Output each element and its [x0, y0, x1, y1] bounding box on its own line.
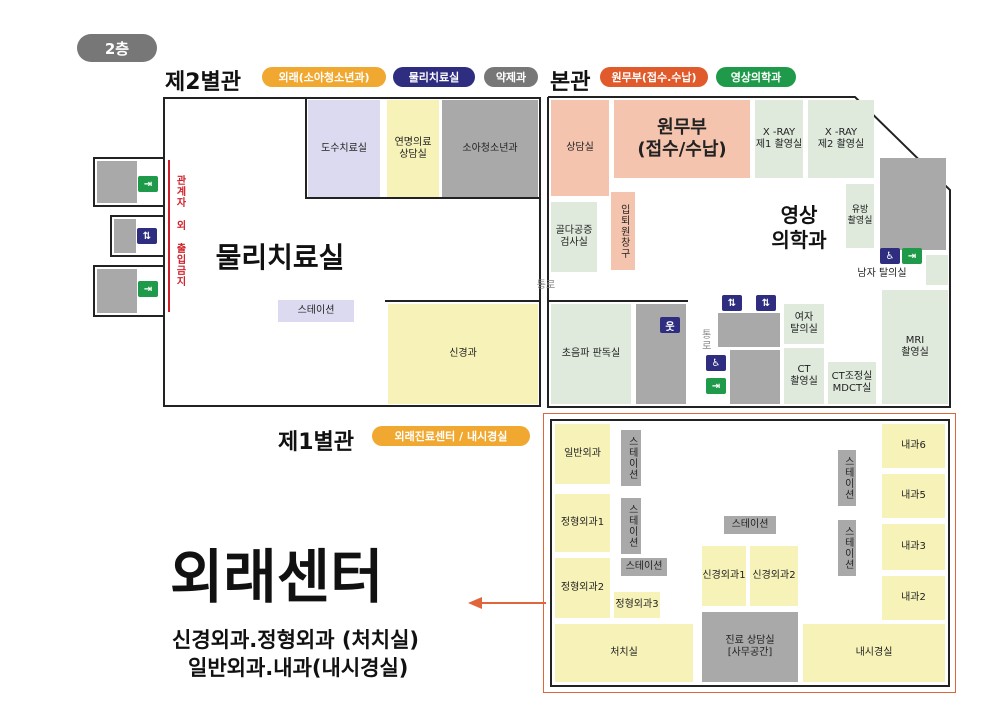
- side-elevator-fill: [114, 219, 136, 253]
- station-annex1-v2: 스테이션: [621, 498, 641, 554]
- emergency-exit-icon: ⇥: [138, 176, 158, 192]
- annex2-wall: [385, 300, 541, 302]
- room-ct-control: CT조정실 MDCT실: [828, 362, 876, 404]
- restricted-line: [168, 160, 170, 312]
- room-radiology: 영상 의학과: [771, 203, 827, 252]
- room-ns: 신경과: [388, 304, 538, 404]
- station-annex1-v4: 스테이션: [838, 520, 856, 576]
- room-xray1: X -RAY 제1 촬영실: [755, 100, 803, 178]
- main-wall: [548, 300, 688, 302]
- room-ultra: 초음파 판독실: [551, 304, 631, 404]
- main-stair-bottom: [730, 350, 780, 404]
- main-title: 본관: [550, 70, 591, 95]
- room-admin: 원무부 (접수/수납): [614, 100, 750, 178]
- annex2-wall: [305, 98, 307, 198]
- elevator-icon: ⇅: [756, 295, 776, 311]
- elevator-icon: ⇅: [137, 228, 157, 244]
- room-gs: 일반외과: [555, 424, 610, 484]
- corridor-main-2: 통로: [699, 329, 711, 351]
- annex1-tag: 외래진료센터 / 내시경실: [372, 426, 530, 446]
- annex2-tag-pharmacy: 약제과: [484, 67, 538, 87]
- corridor-main: 통로: [536, 279, 556, 291]
- annex1-plan: [550, 419, 950, 687]
- outpatient-line1: 신경외과.정형외과 (처치실): [172, 628, 420, 652]
- room-os1: 정형외과1: [555, 494, 610, 552]
- main-elevator-shaft: [718, 313, 780, 347]
- room-mammo: 유방 촬영실: [846, 184, 874, 248]
- elevator-icon: ⇅: [722, 295, 742, 311]
- room-xray2: X -RAY 제2 촬영실: [808, 100, 874, 178]
- station-annex1-h1: 스테이션: [621, 558, 667, 576]
- annex1-outline: [543, 413, 956, 693]
- station-annex1-v1: 스테이션: [621, 430, 641, 486]
- main-stair-right: [880, 158, 946, 250]
- arrow-icon: [468, 597, 546, 609]
- room-os2: 정형외과2: [555, 558, 610, 618]
- room-ct: CT 촬영실: [784, 348, 824, 404]
- station-annex1-v3: 스테이션: [838, 450, 856, 506]
- outpatient-title: 외래센터: [170, 543, 384, 611]
- floor-badge: 2층: [77, 34, 157, 62]
- station-annex1-h2: 스테이션: [724, 516, 776, 534]
- annex2-wall: [305, 197, 541, 199]
- restricted-label: 관계자 외 출입금지: [174, 175, 185, 287]
- room-bone: 골다공증 검사실: [551, 202, 597, 272]
- side-stair-top-fill: [97, 161, 137, 203]
- room-pt: 물리치료실: [215, 240, 345, 274]
- main-tag-radiology: 영상의학과: [716, 67, 796, 87]
- accessible-icon: ♿: [706, 355, 726, 371]
- room-main-consult: 상담실: [551, 100, 609, 196]
- annex2-tag-pt: 물리치료실: [393, 67, 475, 87]
- annex2-title: 제2별관: [165, 70, 242, 95]
- annex2-tag-outpatient: 외래(소아청소년과): [262, 67, 386, 87]
- room-yeonmyeong: 연명의료 상담실: [387, 100, 439, 198]
- restroom-icon: 웃: [660, 317, 680, 333]
- room-consult-office: 진료 상담실 [사무공간]: [702, 612, 798, 682]
- room-im6: 내과6: [882, 424, 945, 468]
- room-dosu: 도수치료실: [308, 100, 380, 198]
- emergency-exit-icon: ⇥: [138, 281, 158, 297]
- room-women-changing: 여자 탈의실: [784, 304, 824, 344]
- room-ns1: 신경외과1: [702, 546, 746, 606]
- annex1-title: 제1별관: [278, 430, 355, 455]
- room-ns2: 신경외과2: [750, 546, 798, 606]
- emergency-exit-icon: ⇥: [706, 378, 726, 394]
- room-im2: 내과2: [882, 576, 945, 620]
- room-men-changing: 남자 탈의실: [857, 267, 907, 279]
- side-stair-bottom-fill: [97, 269, 137, 313]
- station-annex2: 스테이션: [278, 300, 354, 322]
- room-entry: 입퇴원창구: [611, 192, 635, 270]
- accessible-icon: ♿: [880, 248, 900, 264]
- room-treat: 처치실: [555, 624, 693, 682]
- room-mri: MRI 촬영실: [882, 290, 948, 404]
- room-peds: 소아청소년과: [442, 100, 538, 198]
- room-im5: 내과5: [882, 474, 945, 518]
- floor-badge-label: 2층: [104, 39, 130, 58]
- room-os3: 정형외과3: [614, 592, 660, 618]
- emergency-exit-icon: ⇥: [902, 248, 922, 264]
- room-endo: 내시경실: [803, 624, 945, 682]
- main-tag-admin: 원무부(접수.수납): [600, 67, 708, 87]
- main-small-box: [926, 255, 948, 285]
- room-im3: 내과3: [882, 524, 945, 570]
- main-plan-outline: [547, 96, 951, 408]
- outpatient-line2: 일반외과.내과(내시경실): [188, 656, 409, 680]
